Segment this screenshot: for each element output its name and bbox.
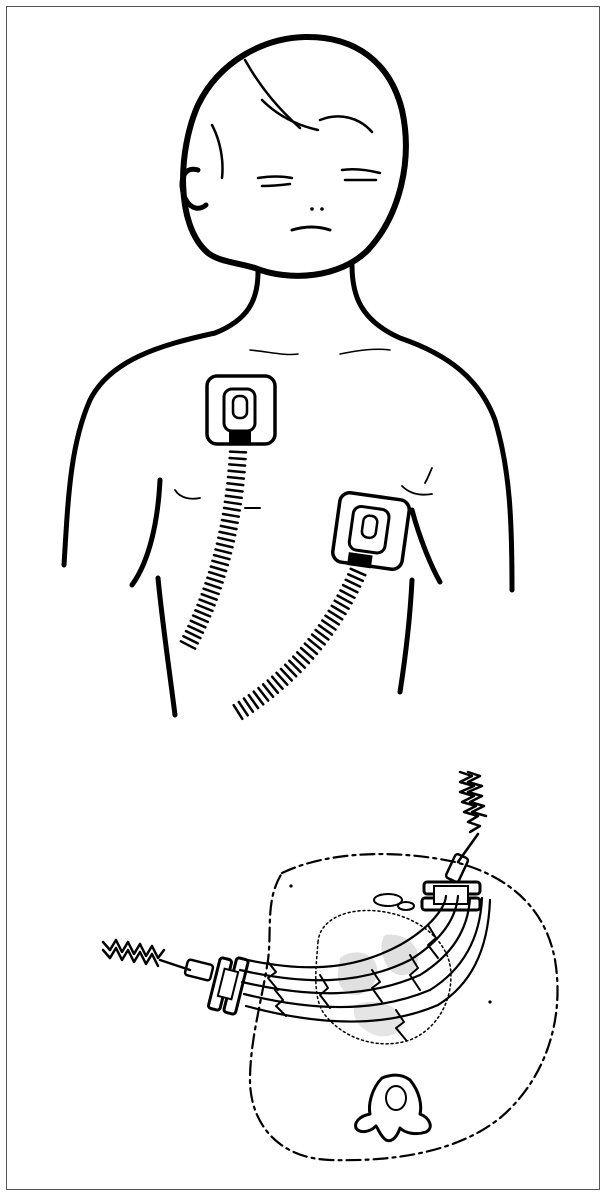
lateral-pad-icon xyxy=(331,491,410,570)
spine-vertebra-icon xyxy=(356,1075,431,1140)
cable-coil-segment xyxy=(211,567,226,572)
cable-coil-segment xyxy=(223,514,239,517)
cable-coil-segment xyxy=(225,502,241,504)
child-head xyxy=(182,37,406,276)
cable-coil-segment xyxy=(226,496,242,498)
thorax-outline xyxy=(250,854,558,1160)
cable-coil-segment xyxy=(216,549,232,553)
cable-coil-segment xyxy=(184,636,198,643)
cable-coil-segment xyxy=(340,590,354,597)
mouth xyxy=(292,227,330,230)
cable-coil-segment xyxy=(227,483,243,485)
cable-coil-segment xyxy=(224,508,240,511)
cable-coil-segment xyxy=(204,589,219,594)
cable-coil-segment xyxy=(229,464,245,465)
cable-coil-segment xyxy=(198,605,213,611)
cable-coil-segment xyxy=(188,626,203,633)
cable-coil-segment xyxy=(191,621,206,628)
cable-coil-segment xyxy=(351,569,366,575)
cable-coil-segment xyxy=(181,641,195,648)
left-eye xyxy=(258,177,292,179)
cable-coil-segment xyxy=(343,585,357,592)
cable-coil-segment xyxy=(228,477,244,479)
cable-coil-segment xyxy=(346,580,360,587)
cable-coil-segment xyxy=(206,583,221,588)
cable-coil-segment xyxy=(200,600,215,606)
cable-coil-segment xyxy=(220,532,236,535)
cable-coil-segment xyxy=(348,574,363,581)
cable-coil-segment xyxy=(230,458,246,459)
cable-coil-segment xyxy=(230,452,246,453)
sternum-icon xyxy=(374,894,414,910)
child-torso-figure xyxy=(64,265,512,715)
cable-coil-segment xyxy=(214,555,230,559)
right-eye xyxy=(342,169,380,173)
cable-coil-segment xyxy=(227,490,243,492)
cable-coil-segment xyxy=(212,561,228,565)
cable-coil-segment xyxy=(186,631,200,638)
cable-coil-segment xyxy=(217,544,233,548)
cable-coil-segment xyxy=(202,594,217,600)
cable-coil-segment xyxy=(218,538,234,542)
paddle-connector-icon xyxy=(103,940,249,1015)
cable-coil-segment xyxy=(221,526,237,529)
child-front-view xyxy=(64,37,512,719)
paddle-connector-icon xyxy=(422,772,486,910)
cable-coil-segment xyxy=(209,572,224,577)
cable-coil-segment xyxy=(229,471,245,473)
coiled-cable-icon xyxy=(181,452,246,649)
anterior-pad-icon xyxy=(207,376,275,444)
cable-coil-segment xyxy=(195,610,210,616)
cable-coil-segment xyxy=(222,520,238,523)
cable-coil-segment xyxy=(207,578,222,583)
thorax-cross-section xyxy=(103,772,558,1160)
coiled-cable-icon xyxy=(234,569,366,719)
cable-coil-segment xyxy=(193,616,208,622)
